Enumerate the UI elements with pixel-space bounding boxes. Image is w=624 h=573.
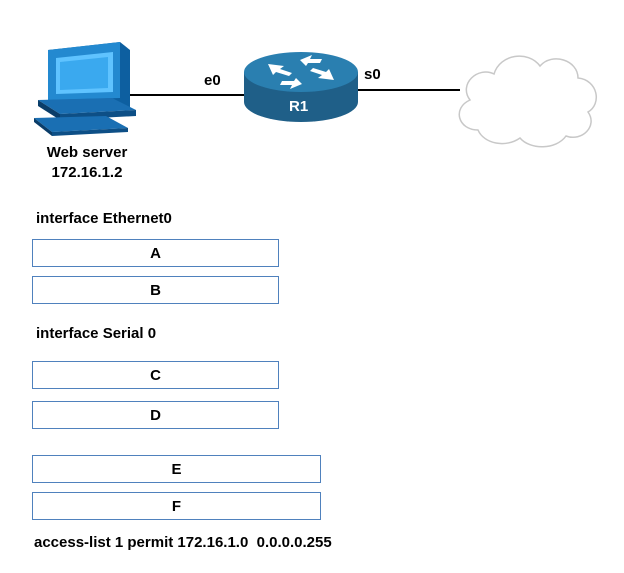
router-icon [244,52,358,122]
server-ip: 172.16.1.2 [51,164,123,181]
access-list-line: access-list 1 permit 172.16.1.0 0.0.0.0.… [34,534,332,551]
router-label: R1 [289,98,309,115]
slot-a[interactable]: A [32,239,279,267]
cloud-icon [458,55,598,148]
slot-e[interactable]: E [32,455,321,483]
slot-c[interactable]: C [32,361,279,389]
slot-b[interactable]: B [32,276,279,304]
ethernet-heading: interface Ethernet0 [36,210,172,227]
interface-s0-label: s0 [364,66,381,83]
slot-d[interactable]: D [32,401,279,429]
computer-icon [34,42,136,136]
server-caption: Web server 172.16.1.2 [32,143,142,183]
server-name: Web server [46,144,128,161]
network-diagram [34,42,598,148]
slot-f[interactable]: F [32,492,321,520]
serial-heading: interface Serial 0 [36,325,157,342]
interface-e0-label: e0 [204,72,221,89]
